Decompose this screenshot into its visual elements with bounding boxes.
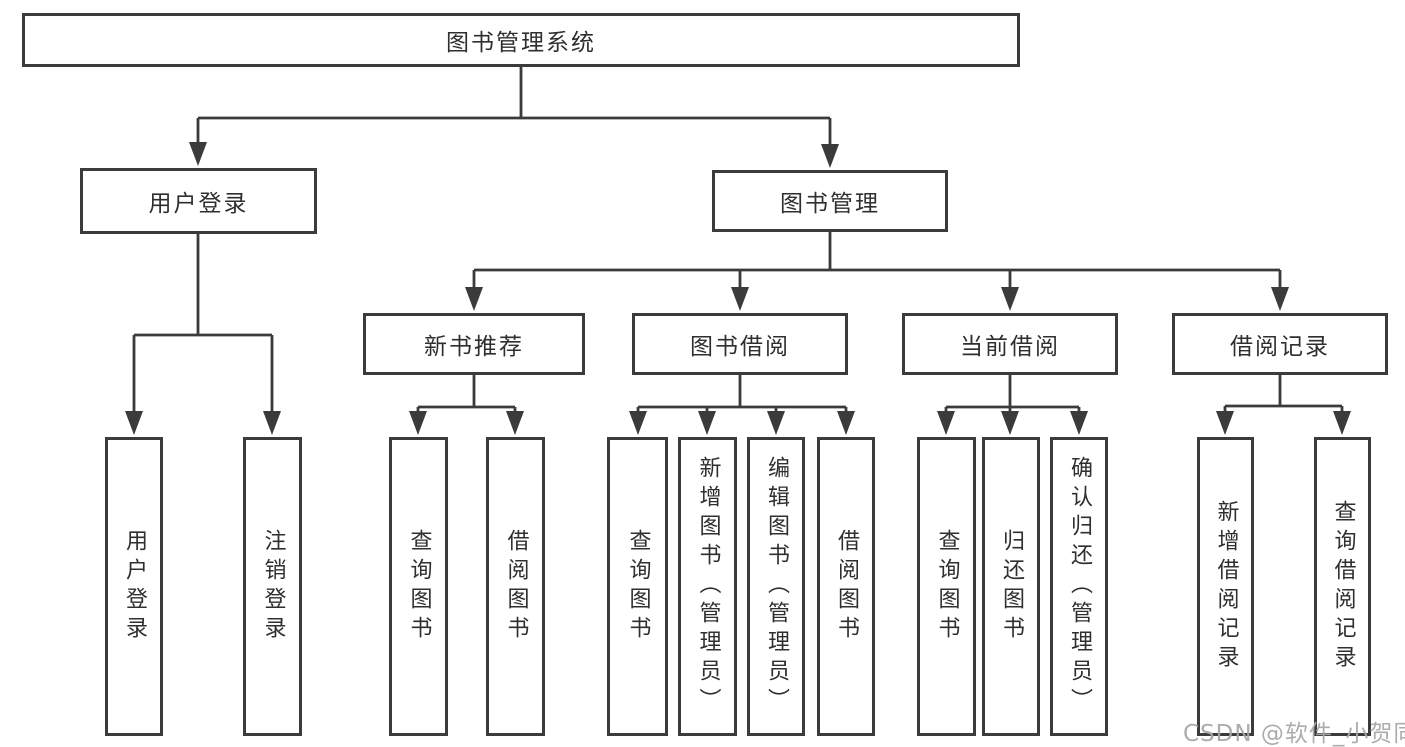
- leaf-current-return-books: 归还图书: [982, 437, 1040, 736]
- leaf-records-add-record: 新增借阅记录: [1197, 437, 1254, 736]
- leaf-borrow-borrow-books: 借阅图书: [817, 437, 875, 736]
- node-borrow-records: 借阅记录: [1172, 313, 1388, 375]
- leaf-borrow-query-books: 查询图书: [607, 437, 668, 736]
- leaf-newbook-query-books: 查询图书: [389, 437, 448, 736]
- leaf-current-query-books: 查询图书: [917, 437, 976, 736]
- node-current-borrow: 当前借阅: [902, 313, 1118, 375]
- leaf-records-query-record: 查询借阅记录: [1314, 437, 1371, 736]
- node-book-borrow: 图书借阅: [632, 313, 848, 375]
- node-root-system: 图书管理系统: [22, 13, 1020, 67]
- arrowhead-icons: [125, 142, 1351, 435]
- leaf-borrow-edit-books-admin: 编辑图书（管理员）: [747, 437, 805, 736]
- connector-paths: [132, 66, 1344, 412]
- leaf-newbook-borrow-books: 借阅图书: [486, 437, 545, 736]
- leaf-borrow-add-books-admin: 新增图书（管理员）: [678, 437, 737, 736]
- leaf-user-login: 用户登录: [105, 437, 163, 736]
- node-new-book-recommend: 新书推荐: [363, 313, 585, 375]
- node-book-management: 图书管理: [712, 170, 948, 232]
- watermark-text: CSDN @软件_小贺同学: [1183, 721, 1405, 747]
- leaf-logout-login: 注销登录: [243, 437, 302, 736]
- node-user-login-branch: 用户登录: [80, 168, 317, 234]
- leaf-current-confirm-return-admin: 确认归还（管理员）: [1050, 437, 1108, 736]
